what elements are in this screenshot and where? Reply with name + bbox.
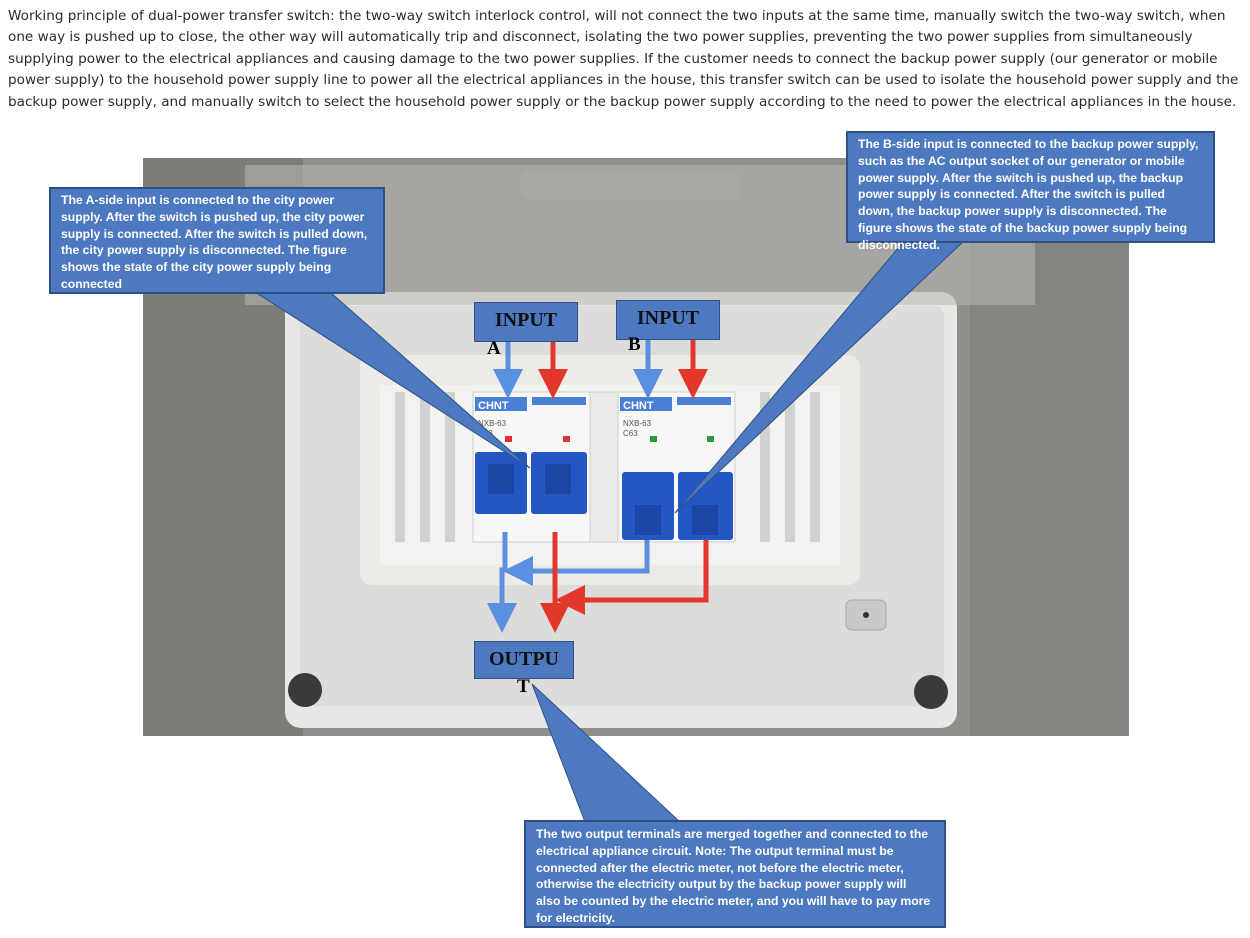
callout-a-side: The A-side input is connected to the cit… bbox=[49, 187, 385, 294]
input-wires bbox=[493, 338, 708, 399]
breaker-left bbox=[472, 391, 591, 543]
breaker-model-left: NXB-63 bbox=[478, 419, 507, 428]
intro-paragraph: Working principle of dual-power transfer… bbox=[8, 8, 1239, 110]
breaker-model-right: NXB-63 bbox=[623, 419, 652, 428]
breaker-rating-right: C63 bbox=[623, 429, 638, 438]
wire-a-to-output-blue bbox=[487, 532, 517, 633]
wire-b-to-output-red bbox=[555, 540, 709, 615]
input-a-label: INPUT bbox=[474, 302, 578, 342]
input-b-label: INPUT bbox=[616, 300, 720, 340]
callout-b-side: The B-side input is connected to the bac… bbox=[846, 131, 1215, 252]
output-wires bbox=[487, 532, 709, 633]
output-label: OUTPU bbox=[474, 641, 574, 679]
input-a-sublabel: A bbox=[487, 338, 501, 359]
output-sublabel: T bbox=[517, 676, 530, 697]
wire-b-to-output-blue bbox=[503, 540, 650, 586]
breaker-brand-right: CHNT bbox=[623, 400, 654, 412]
breaker-brand-left: CHNT bbox=[478, 400, 509, 412]
callout-output: The two output terminals are merged toge… bbox=[524, 820, 946, 928]
input-b-sublabel: B bbox=[628, 334, 641, 355]
